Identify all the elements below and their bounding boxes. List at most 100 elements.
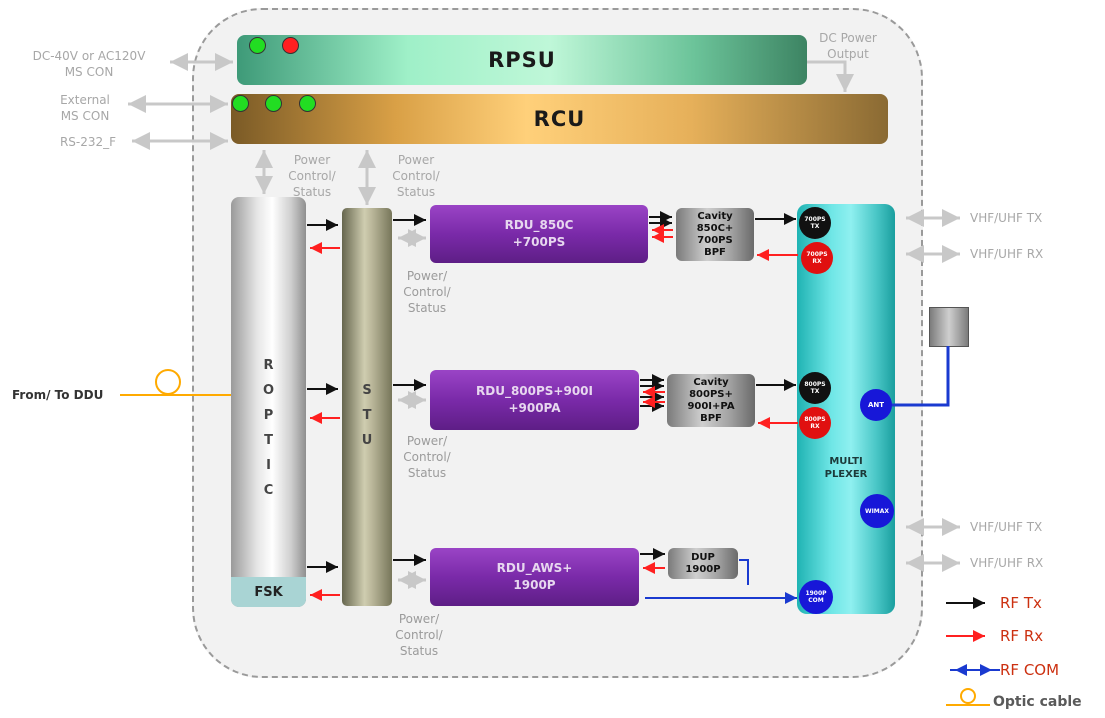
side-pcs2-line2: Control/	[403, 450, 451, 464]
mux-line2: PLEXER	[824, 469, 868, 480]
rs232-label: RS-232_F	[48, 134, 128, 150]
com-dup-line	[739, 559, 749, 585]
roptic-letter: R	[263, 358, 274, 373]
port-wimax: WIMAX	[860, 494, 894, 528]
vhf-uhf-rx-label-1: VHF/UHF RX	[970, 247, 1044, 261]
dc-output-line2: Output	[827, 47, 869, 61]
ant-feed-cable	[892, 346, 950, 407]
rdu1-line1: RDU_850C	[504, 218, 574, 232]
pcs1-line1: Power	[293, 153, 331, 167]
pcs2-line2: Control/	[392, 169, 440, 183]
port-text: WIMAX	[864, 507, 890, 515]
side-pcs1-line3: Status	[407, 301, 447, 315]
mux-line1: MULTI	[829, 456, 863, 467]
rs232-text: RS-232_F	[59, 135, 117, 149]
pcs2-line3: Status	[396, 185, 436, 199]
port-text: 700PS	[804, 216, 826, 223]
external-line1: External	[60, 93, 110, 107]
cavity-800ps-bpf: Cavity 800PS+ 900I+PA BPF	[667, 374, 755, 427]
pcs2-line1: Power	[397, 153, 435, 167]
filter3-line1: DUP	[691, 551, 715, 563]
roptic-power-control-status-label: Power Control/ Status	[280, 152, 344, 200]
port-text: ANT	[867, 400, 885, 409]
filter1-line2: 850C+	[696, 222, 734, 234]
rdu-800ps-block: RDU_800PS+900I +900PA	[430, 370, 639, 430]
rdu3-line2: 1900P	[513, 578, 556, 592]
pcs1-line3: Status	[292, 185, 332, 199]
antenna-icon	[929, 307, 969, 347]
port-text: RX	[810, 423, 820, 430]
filter2-line4: BPF	[700, 412, 722, 424]
vhf-uhf-tx-label-2: VHF/UHF TX	[970, 520, 1043, 534]
filter2-line3: 900I+PA	[687, 400, 735, 412]
rdu2-power-control-status-label: Power/ Control/ Status	[392, 433, 462, 481]
power-input-label: DC-40V or AC120V MS CON	[14, 48, 164, 80]
dc-output-line1: DC Power	[819, 31, 877, 45]
rpsu-label: RPSU	[488, 48, 556, 72]
dup-1900p: DUP 1900P	[668, 548, 738, 579]
port-text: 1900P	[805, 590, 827, 597]
external-ms-con-label: External MS CON	[40, 92, 130, 124]
filter3-line2: 1900P	[685, 563, 721, 575]
roptic-letter: I	[266, 458, 271, 473]
filter2-line2: 800PS+	[689, 388, 733, 400]
legend-optic-loop	[960, 688, 976, 704]
port-text: RX	[812, 258, 822, 265]
rdu-aws-block: RDU_AWS+ 1900P	[430, 548, 639, 606]
side-pcs1-line1: Power/	[406, 269, 448, 283]
side-pcs2-line1: Power/	[406, 434, 448, 448]
rcu-label: RCU	[533, 107, 586, 131]
filter1-line3: 700PS	[697, 234, 733, 246]
filter2-line1: Cavity	[693, 376, 729, 388]
arrow-dc-output	[807, 60, 854, 92]
roptic-letter: O	[262, 383, 275, 398]
port-text: TX	[810, 388, 820, 395]
stu-block	[342, 208, 392, 606]
roptic-label: R O P T I C	[231, 353, 306, 503]
side-pcs3-line2: Control/	[395, 628, 443, 642]
side-pcs3-line1: Power/	[398, 612, 440, 626]
port-ant: ANT	[860, 389, 892, 421]
legend-optic-cable-label: Optic cable	[993, 694, 1082, 710]
rcu-block: RCU	[231, 94, 888, 144]
from-to-ddu-label: From/ To DDU	[12, 388, 104, 402]
power-input-line2: MS CON	[64, 65, 114, 79]
rdu2-line1: RDU_800PS+900I	[476, 384, 593, 398]
rcu-status-led-2	[265, 95, 282, 112]
cavity-850c-bpf: Cavity 850C+ 700PS BPF	[676, 208, 754, 261]
rdu1-power-control-status-label: Power/ Control/ Status	[392, 268, 462, 316]
port-text: 800PS	[804, 381, 826, 388]
filter1-line4: BPF	[704, 246, 726, 258]
rdu2-line2: +900PA	[508, 401, 561, 415]
rcu-status-led-3	[299, 95, 316, 112]
vhf-uhf-tx-label-1: VHF/UHF TX	[970, 211, 1043, 225]
rpsu-block: RPSU	[237, 35, 807, 85]
filter1-line1: Cavity	[697, 210, 733, 222]
rdu1-line2: +700PS	[512, 235, 566, 249]
fsk-block: FSK	[231, 577, 306, 607]
side-pcs1-line2: Control/	[403, 285, 451, 299]
optic-cable-loop	[155, 369, 181, 395]
rcu-status-led-1	[232, 95, 249, 112]
external-line2: MS CON	[60, 109, 110, 123]
legend-rf-tx-label: RF Tx	[1000, 594, 1042, 612]
side-pcs3-line3: Status	[399, 644, 439, 658]
grey-arrows	[128, 53, 960, 589]
side-pcs2-line3: Status	[407, 466, 447, 480]
rpsu-status-led-green	[249, 37, 266, 54]
rdu3-line1: RDU_AWS+	[496, 561, 573, 575]
stu-label: S T U	[342, 378, 392, 453]
port-text: 700PS	[806, 251, 828, 258]
legend-rf-rx-label: RF Rx	[1000, 627, 1044, 645]
multiplexer-label: MULTI PLEXER	[797, 455, 895, 481]
port-text: TX	[810, 223, 820, 230]
stu-power-control-status-label: Power Control/ Status	[384, 152, 448, 200]
roptic-letter: T	[264, 433, 273, 448]
legend-rf-com-label: RF COM	[1000, 661, 1060, 679]
